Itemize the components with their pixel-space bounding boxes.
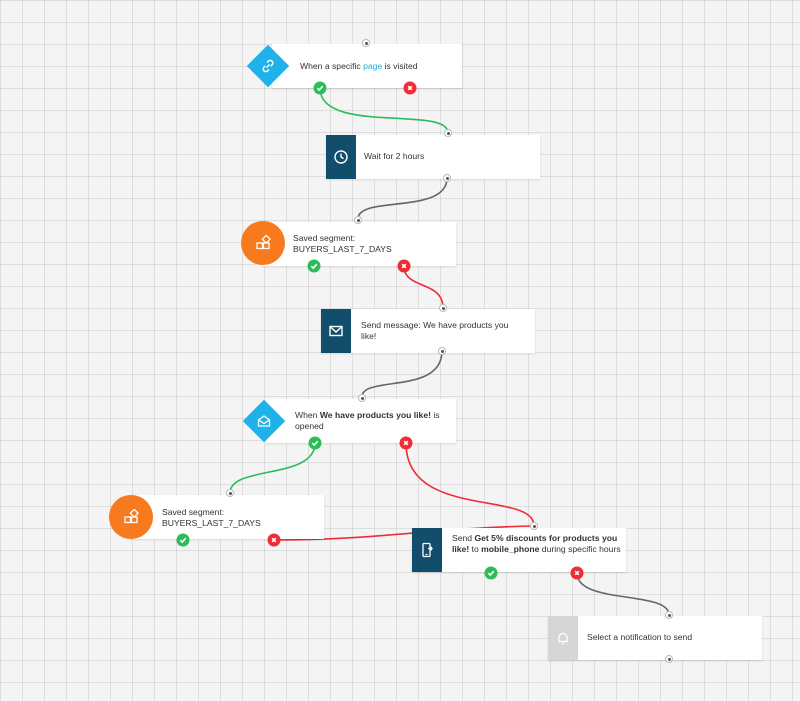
input-port-n1[interactable] bbox=[362, 39, 370, 47]
node-label: Send message: We have products you like! bbox=[361, 320, 509, 341]
no-branch-x-icon[interactable] bbox=[570, 566, 584, 580]
node-page-visited-trigger[interactable]: When a specific page is visited bbox=[272, 44, 462, 88]
input-port-n8[interactable] bbox=[665, 611, 673, 619]
node-label: When We have products you like! is opene… bbox=[295, 410, 440, 431]
yes-branch-check-icon[interactable] bbox=[176, 533, 190, 547]
connector-n3-no-to-n4 bbox=[403, 265, 444, 309]
segment-icon bbox=[241, 221, 285, 265]
yes-branch-check-icon[interactable] bbox=[313, 81, 327, 95]
output-port-n8[interactable] bbox=[665, 655, 673, 663]
link-icon bbox=[246, 44, 290, 88]
segment-icon bbox=[109, 495, 153, 539]
mobile-icon bbox=[412, 528, 442, 572]
no-branch-x-icon[interactable] bbox=[403, 81, 417, 95]
node-saved-segment-2[interactable]: Saved segment: BUYERS_LAST_7_DAYS bbox=[130, 495, 324, 539]
node-select-notification[interactable]: Select a notification to send bbox=[548, 616, 762, 660]
node-label: Send Get 5% discounts for products you l… bbox=[452, 533, 621, 554]
connector-n4-to-n5 bbox=[361, 350, 443, 398]
no-branch-x-icon[interactable] bbox=[397, 259, 411, 273]
bell-icon bbox=[548, 616, 578, 660]
no-branch-x-icon[interactable] bbox=[399, 436, 413, 450]
node-send-message[interactable]: Send message: We have products you like! bbox=[321, 309, 535, 353]
connector-n1-yes-to-n2 bbox=[319, 87, 449, 134]
node-label: Saved segment: BUYERS_LAST_7_DAYS bbox=[293, 233, 392, 254]
node-label: Wait for 2 hours bbox=[364, 151, 425, 161]
connector-n7-no-to-n8 bbox=[576, 572, 670, 616]
node-label: Select a notification to send bbox=[587, 632, 693, 642]
yes-branch-check-icon[interactable] bbox=[308, 436, 322, 450]
input-port-n7[interactable] bbox=[530, 522, 538, 530]
input-port-n5[interactable] bbox=[358, 394, 366, 402]
connector-n5-yes-to-n6 bbox=[229, 442, 316, 494]
node-message-opened-trigger[interactable]: When We have products you like! is opene… bbox=[266, 399, 456, 443]
output-port-n4[interactable] bbox=[438, 347, 446, 355]
no-branch-x-icon[interactable] bbox=[267, 533, 281, 547]
yes-branch-check-icon[interactable] bbox=[307, 259, 321, 273]
yes-branch-check-icon[interactable] bbox=[484, 566, 498, 580]
output-port-n2[interactable] bbox=[443, 174, 451, 182]
node-send-mobile-notification[interactable]: Send Get 5% discounts for products you l… bbox=[412, 528, 626, 572]
input-port-n4[interactable] bbox=[439, 304, 447, 312]
node-label: When a specific page is visited bbox=[300, 61, 418, 71]
envelope-icon bbox=[321, 309, 351, 353]
page-link[interactable]: page bbox=[363, 61, 383, 71]
clock-icon bbox=[326, 135, 356, 179]
input-port-n2[interactable] bbox=[444, 129, 452, 137]
connector-n6-no-to-n7 bbox=[273, 525, 535, 541]
open-envelope-icon bbox=[242, 399, 286, 443]
node-label: Saved segment: BUYERS_LAST_7_DAYS bbox=[162, 507, 261, 528]
input-port-n3[interactable] bbox=[354, 216, 362, 224]
node-saved-segment-1[interactable]: Saved segment: BUYERS_LAST_7_DAYS bbox=[262, 222, 456, 266]
connector-n2-to-n3 bbox=[357, 177, 448, 220]
input-port-n6[interactable] bbox=[226, 489, 234, 497]
node-wait[interactable]: Wait for 2 hours bbox=[326, 135, 540, 179]
connector-n5-no-to-n7 bbox=[405, 442, 535, 527]
